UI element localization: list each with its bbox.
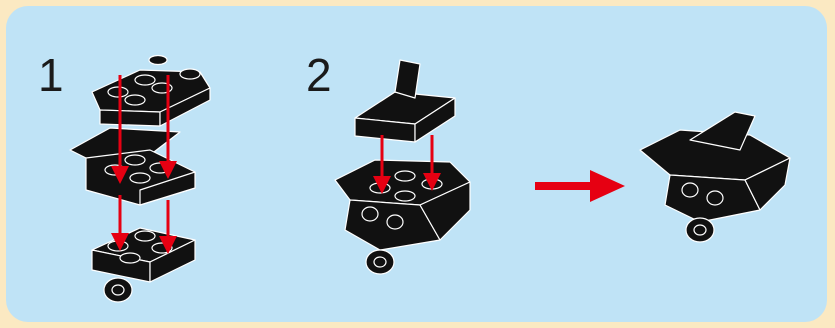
step1-wheel-base — [92, 228, 195, 302]
step2-body — [335, 160, 470, 274]
result-arrow-icon — [535, 170, 625, 202]
result-model — [640, 112, 790, 242]
step1-top-plate — [92, 56, 210, 127]
step2-slope-fin — [355, 60, 455, 142]
step1-wing-piece — [70, 128, 195, 205]
